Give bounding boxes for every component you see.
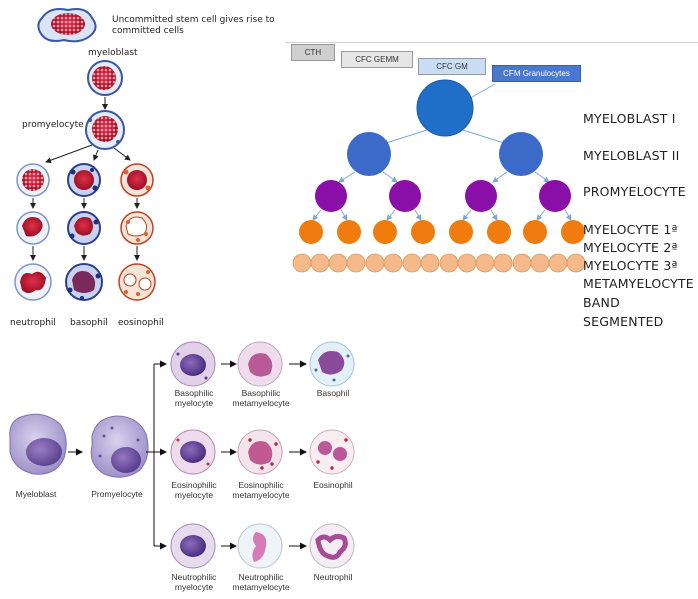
stage-band: BAND: [583, 295, 620, 310]
myeloblast-i-node: [416, 79, 474, 137]
promyelocyte-label: promyelocyte: [22, 120, 84, 130]
maturing-cells-row: [292, 253, 586, 273]
promyelocyte-node: [315, 180, 347, 212]
promyelocyte-node: [539, 180, 571, 212]
stage-myeloblast-ii: MYELOBLAST II: [583, 148, 680, 163]
eosinophil-caption: Eosinophil: [313, 480, 353, 490]
myeloblast-cell: [9, 413, 67, 475]
neutrophil-label: neutrophil: [10, 318, 56, 328]
promyelocyte-caption: Promyelocyte: [91, 489, 143, 499]
stage-myeloblast-i: MYELOBLAST I: [583, 111, 676, 126]
separator-line: [285, 42, 698, 43]
promyelocyte-cell: [85, 110, 125, 150]
tag-cfm-granulocytes: CFM Granulocytes: [492, 65, 581, 82]
neutrophil-caption: Neutrophil: [313, 572, 353, 582]
eosinophil-label: eosinophil: [118, 318, 164, 328]
basophil-lineage: [65, 163, 103, 301]
stage-myelocyte-2: MYELOCYTE 2ª: [583, 240, 678, 255]
neutrophil-lineage: [14, 163, 52, 301]
basophil-caption: Basophil: [316, 388, 350, 398]
promyelocyte-node: [465, 180, 497, 212]
myeloblast-ii-node: [347, 132, 391, 176]
stage-myelocyte-1: MYELOCYTE 1ª: [583, 222, 678, 237]
bottom-lineage-diagram: [9, 341, 355, 569]
stage-segmented: SEGMENTED: [583, 314, 664, 329]
tag-cfc-gm: CFC GM: [418, 58, 486, 75]
neutrophil-row: [170, 523, 355, 569]
tag-cfc-gemm: CFC GEMM: [341, 51, 413, 68]
stage-metamyelocyte: METAMYELOCYTE: [583, 276, 694, 291]
basophil-label: basophil: [70, 318, 108, 328]
myeloblast-caption: Myeloblast: [15, 489, 57, 499]
myeloblast-cell: [87, 60, 123, 96]
eosinophil-lineage: [118, 163, 156, 301]
myelocyte-row: [299, 220, 585, 244]
basophil-row: [170, 341, 355, 387]
granulopoiesis-tree: [292, 79, 586, 273]
eosinophil-row: [170, 429, 355, 475]
stem-cell-caption: Uncommitted stem cell gives rise to comm…: [112, 15, 275, 36]
stage-promyelocyte: PROMYELOCYTE: [583, 184, 686, 199]
promyelocyte-node: [389, 180, 421, 212]
myeloblast-ii-node: [499, 132, 543, 176]
promyelocyte-cell: [90, 415, 149, 478]
tag-cth: CTH: [291, 44, 335, 61]
stem-cell: [37, 8, 97, 43]
left-lineage-diagram: [14, 8, 156, 301]
stage-myelocyte-3: MYELOCYTE 3ª: [583, 258, 678, 273]
myeloblast-label: myeloblast: [88, 48, 138, 58]
